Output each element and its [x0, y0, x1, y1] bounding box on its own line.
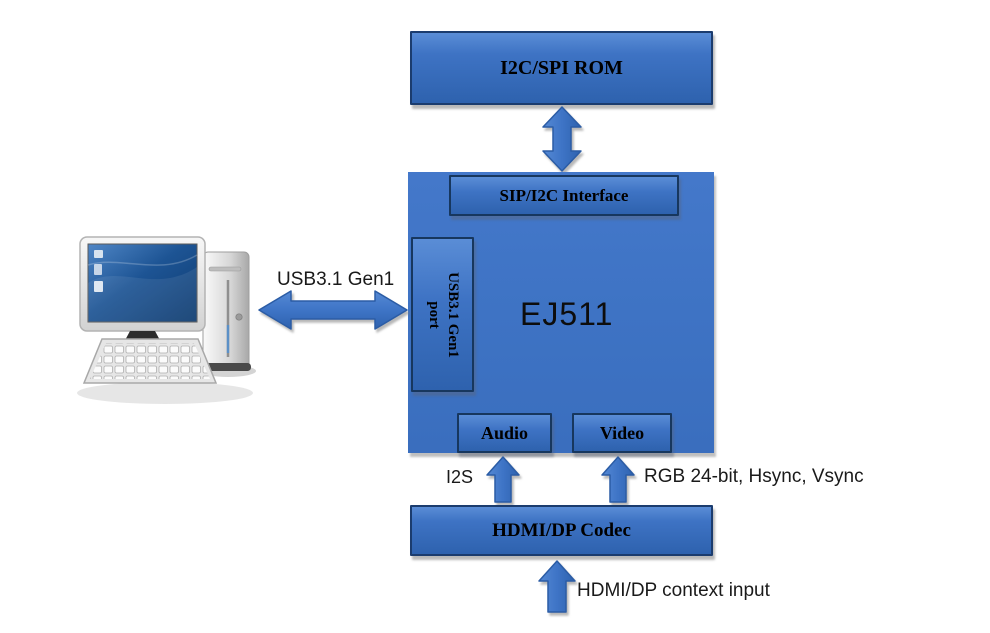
hdmi-input-label: HDMI/DP context input [577, 580, 770, 601]
block-usb31-gen1-port: USB3.1 Gen1 port [411, 237, 474, 392]
usb-double-arrow [258, 290, 408, 330]
block-i2c-spi-rom: I2C/SPI ROM [410, 31, 713, 105]
usb-port-label-line2: port [425, 300, 442, 329]
block-i2c-spi-rom-label: I2C/SPI ROM [500, 56, 623, 79]
block-video-label: Video [599, 422, 645, 443]
block-hdmi-dp-codec: HDMI/DP Codec [410, 505, 713, 556]
rom-main-double-arrow [542, 106, 582, 172]
pc-monitor [79, 236, 206, 352]
desktop-computer-icon [77, 236, 256, 404]
block-sip-i2c-interface-label: SIP/I2C Interface [499, 185, 629, 205]
i2s-up-arrow [486, 456, 520, 503]
block-ej511: SIP/I2C Interface USB3.1 Gen1 port EJ511… [408, 172, 714, 453]
hdmi-input-up-arrow [538, 560, 576, 613]
block-video: Video [572, 413, 672, 453]
i2s-label: I2S [446, 467, 474, 487]
block-sip-i2c-interface: SIP/I2C Interface [449, 175, 679, 216]
pc-tower [201, 251, 251, 371]
usb-port-label-line1: USB3.1 Gen1 [444, 271, 461, 358]
block-audio-label: Audio [480, 422, 529, 443]
rgb-up-arrow [601, 456, 635, 503]
block-audio: Audio [457, 413, 552, 453]
rgb-label: RGB 24-bit, Hsync, Vsync [644, 466, 864, 487]
block-hdmi-dp-codec-label: HDMI/DP Codec [492, 519, 631, 541]
block-ej511-label: EJ511 [520, 296, 614, 332]
usb-link-label: USB3.1 Gen1 [277, 269, 395, 290]
pc-keyboard [82, 338, 218, 384]
pc-shadow [77, 382, 253, 404]
block-usb31-gen1-port-label: USB3.1 Gen1 port [424, 272, 462, 358]
